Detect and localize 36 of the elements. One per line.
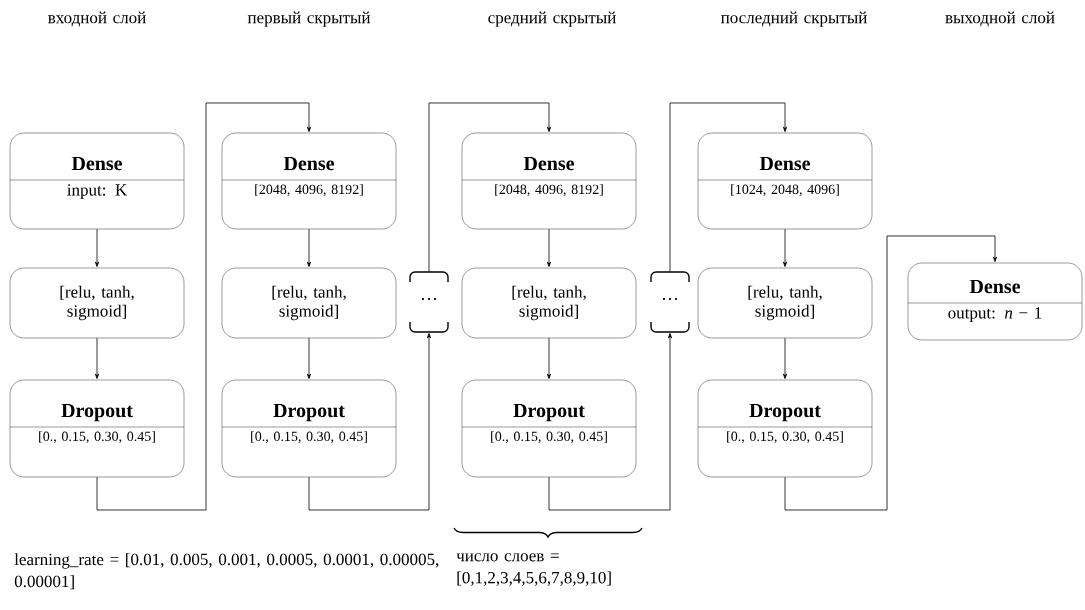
- column-heading: входной слой: [48, 11, 146, 27]
- arrow: [669, 102, 787, 273]
- activation-box: [relu, tanh, sigmoid]: [461, 267, 637, 339]
- column-heading: средний скрытый: [488, 11, 616, 27]
- arrow: [548, 333, 672, 511]
- arrow: [547, 228, 551, 267]
- arrow: [307, 228, 311, 267]
- arrow: [95, 228, 100, 267]
- activation-box: [relu, tanh, sigmoid]: [9, 267, 185, 339]
- note-text: learning_rate = [0.01, 0.005, 0.001, 0.0005, 0.0001, 0.00005, 0.00001]: [14, 553, 439, 590]
- activation-box: [relu, tanh, sigmoid]: [697, 267, 873, 339]
- layer-box: Dropout [0., 0.15, 0.30, 0.45]: [9, 379, 185, 478]
- layer-box: Dropout [0., 0.15, 0.30, 0.45]: [221, 379, 397, 478]
- layer-box: Dense [2048, 4096, 8192]: [221, 132, 397, 230]
- arrow: [95, 337, 100, 379]
- layer-box: Dropout [0., 0.15, 0.30, 0.45]: [697, 379, 873, 478]
- layer-box: Dense input: K: [9, 132, 185, 230]
- layer-box: Dense output: n − 1: [907, 262, 1083, 341]
- arrow: [428, 102, 551, 273]
- column-heading: последний скрытый: [721, 11, 867, 27]
- arrow: [307, 337, 311, 379]
- ellipsis-bracket: …: [650, 271, 690, 333]
- note-text: число слоев = [0,1,2,3,4,5,6,7,8,9,10]: [456, 553, 611, 586]
- activation-box: [relu, tanh, sigmoid]: [221, 267, 397, 339]
- column-heading: выходной слой: [945, 11, 1055, 27]
- layer-box: Dense [2048, 4096, 8192]: [461, 132, 637, 230]
- arrow: [308, 333, 431, 511]
- arrow: [783, 228, 787, 267]
- ellipsis-bracket: …: [409, 271, 449, 333]
- arrow: [547, 337, 551, 379]
- arrow: [783, 337, 787, 379]
- arrow: [784, 235, 997, 511]
- column-heading: первый скрытый: [247, 11, 371, 27]
- layer-box: Dropout [0., 0.15, 0.30, 0.45]: [461, 379, 637, 478]
- layer-box: Dense [1024, 2048, 4096]: [697, 132, 873, 230]
- arrow: [96, 102, 311, 511]
